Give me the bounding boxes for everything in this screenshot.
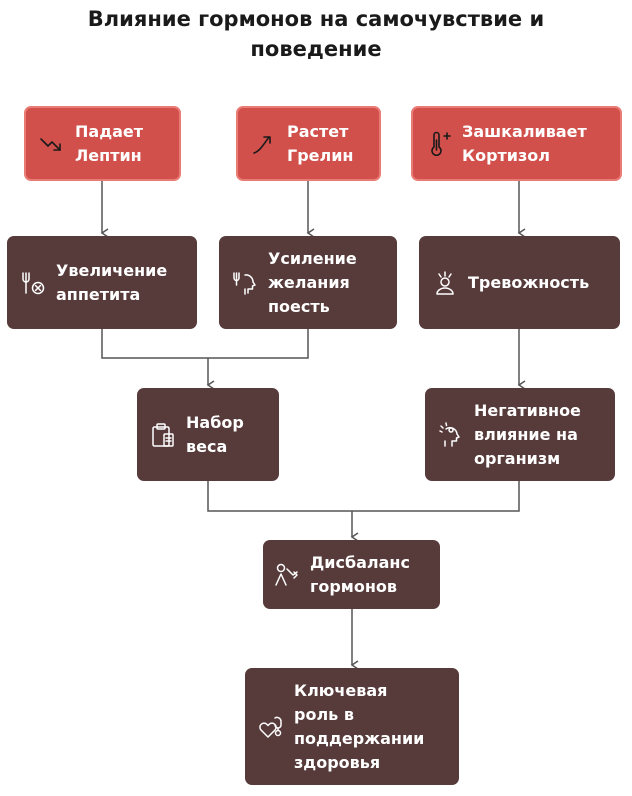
anxious-person-icon [431, 269, 459, 297]
trend-up-icon [250, 130, 278, 158]
node-ghrelin-label: Растет Грелин [287, 121, 354, 165]
node-leptin: Падает Лептин [24, 106, 181, 181]
node-imbalance-label: Дисбаланс гормонов [310, 552, 410, 596]
head-stress-icon [437, 421, 465, 449]
edge-weight-imbalance [207, 481, 520, 512]
utensils-head-icon [231, 269, 259, 297]
node-cortisol-label: Зашкаливает Кортизол [462, 121, 587, 165]
node-leptin-label: Падает Лептин [75, 121, 144, 165]
node-desire: Усиление желания поесть [219, 236, 397, 329]
utensils-x-icon [19, 269, 47, 297]
node-health: Ключевая роль в поддержании здоровья [245, 668, 459, 785]
node-ghrelin: Растет Грелин [236, 106, 381, 181]
clipboard-scale-icon [149, 421, 177, 449]
heart-stethoscope-icon [257, 713, 285, 741]
node-negative-label: Негативное влияние на организм [474, 400, 581, 468]
node-anxiety-label: Тревожность [468, 272, 590, 292]
thermometer-plus-icon [425, 130, 453, 158]
node-appetite: Увеличение аппетита [7, 236, 197, 329]
edge-appetite-weight [101, 329, 309, 359]
node-weight: Набор веса [137, 388, 279, 481]
node-imbalance: Дисбаланс гормонов [263, 540, 440, 609]
node-cortisol: Зашкаливает Кортизол [411, 106, 622, 181]
node-appetite-label: Увеличение аппетита [56, 260, 168, 304]
node-anxiety: Тревожность [419, 236, 620, 329]
node-health-label: Ключевая роль в поддержании здоровья [294, 680, 425, 772]
node-desire-label: Усиление желания поесть [268, 248, 357, 316]
node-weight-label: Набор веса [186, 412, 244, 456]
person-arrow-icon [273, 561, 301, 589]
node-negative: Негативное влияние на организм [425, 388, 615, 481]
trend-down-icon [38, 130, 66, 158]
diagram-title: Влияние гормонов на самочувствие и повед… [87, 7, 545, 61]
